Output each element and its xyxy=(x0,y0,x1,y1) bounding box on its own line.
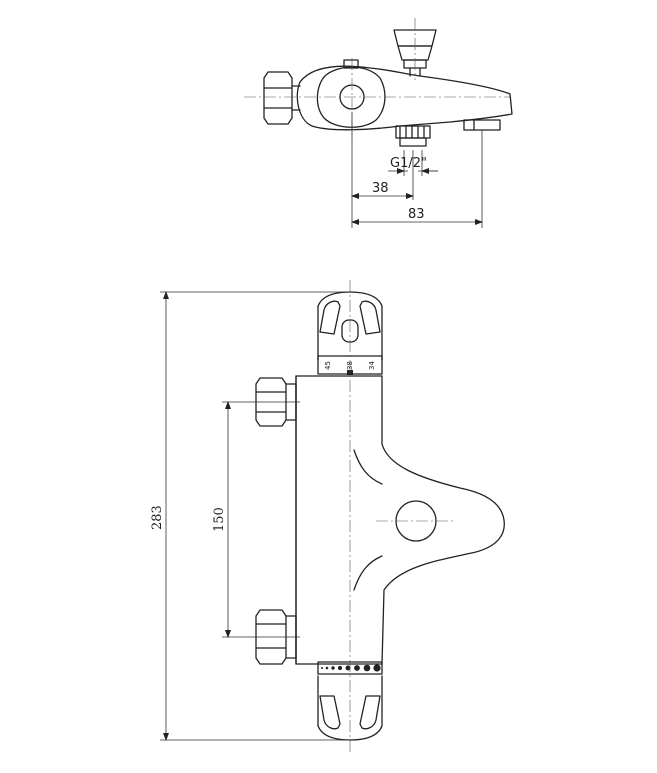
scale-label-45: 45 xyxy=(324,361,332,370)
inlet-spacing-label: 150 xyxy=(212,507,227,532)
scale-label-34: 34 xyxy=(368,361,376,370)
dimension-thread: G1/2" xyxy=(388,150,438,176)
top-body-outline xyxy=(296,65,513,131)
top-hex-nut xyxy=(263,71,301,125)
top-diverter-knob xyxy=(393,29,437,77)
front-body-outline xyxy=(295,375,505,665)
height-label: 283 xyxy=(150,505,165,530)
depth-label: 83 xyxy=(408,207,425,222)
dimension-283: 283 xyxy=(150,291,169,741)
top-outlet-connector xyxy=(395,125,431,147)
top-view: G1/2" 38 83 xyxy=(244,18,513,228)
dimension-38: 38 xyxy=(351,181,414,199)
thread-label: G1/2" xyxy=(390,156,427,171)
front-view: 45 38 34 xyxy=(150,280,505,752)
dimension-150: 150 xyxy=(212,401,231,638)
offset-label: 38 xyxy=(372,181,389,196)
dimension-83: 83 xyxy=(351,207,483,225)
